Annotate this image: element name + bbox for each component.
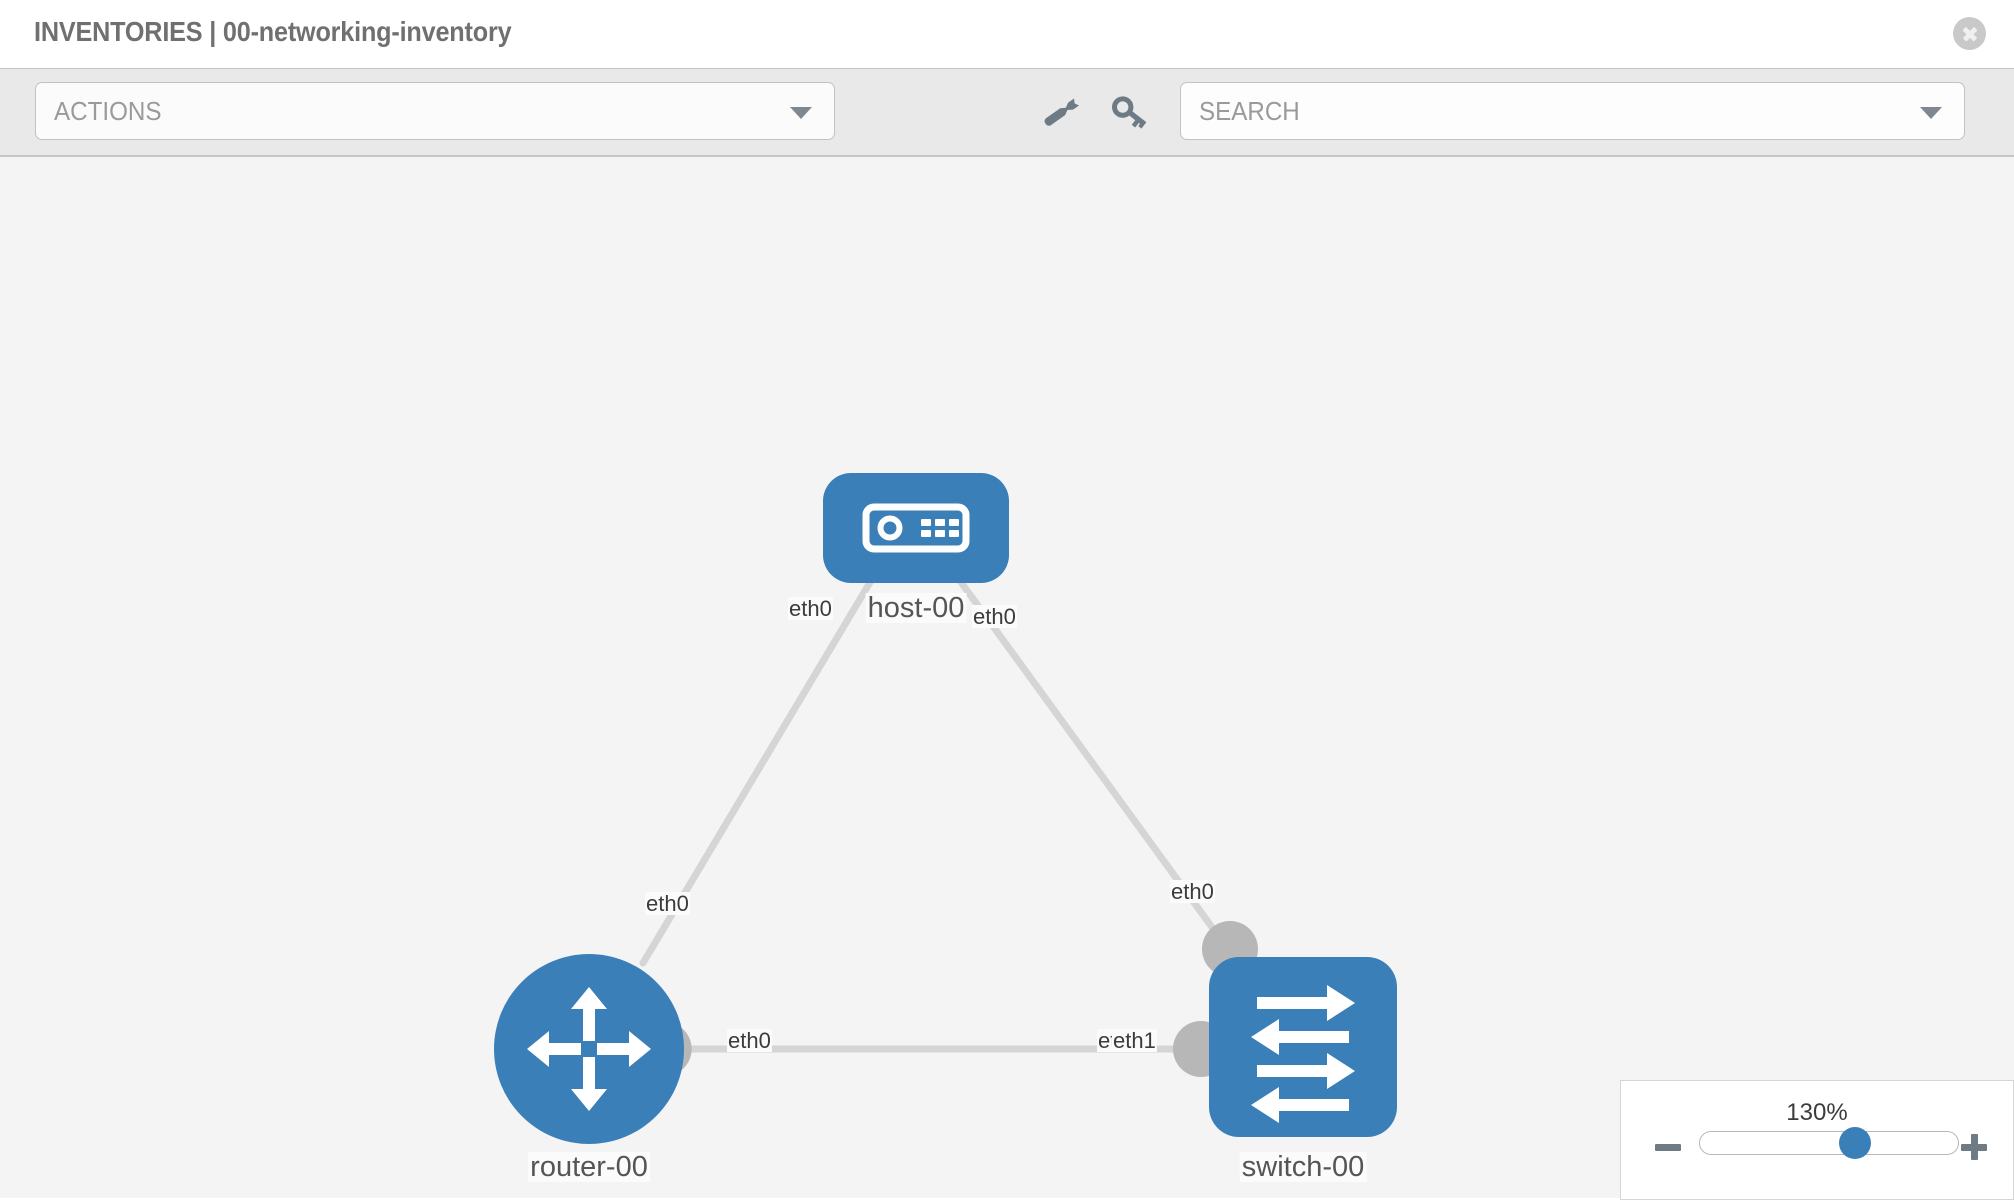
node-switch-00[interactable] (1209, 957, 1397, 1137)
search-input[interactable]: SEARCH (1180, 82, 1965, 140)
router-icon (527, 987, 651, 1111)
actions-dropdown[interactable]: ACTIONS (35, 82, 835, 140)
zoom-slider-thumb[interactable] (1838, 1127, 1871, 1159)
actions-dropdown-label: ACTIONS (54, 96, 162, 126)
link-group (639, 570, 1234, 1053)
page-header: INVENTORIES | 00-networking-inventory (0, 0, 2014, 68)
close-icon[interactable] (1953, 17, 1986, 50)
node-host-00[interactable] (823, 473, 1009, 583)
zoom-out-button[interactable] (1655, 1134, 1681, 1160)
node-label-host-00: host-00 (865, 592, 967, 624)
switch-icon (1251, 985, 1355, 1123)
interface-label-switch00-eth1: eth1 (1112, 1028, 1157, 1053)
server-icon (862, 503, 970, 553)
interface-label-host00-right: eth0 (972, 604, 1017, 629)
chevron-down-icon (790, 107, 812, 119)
zoom-in-button[interactable] (1961, 1134, 1987, 1160)
topology-canvas[interactable]: eth0 eth0 eth0 eth0 eth0 eth0 eth1 host-… (0, 157, 2014, 1198)
node-router-00[interactable] (494, 954, 684, 1144)
interface-label-router00-uplink: eth0 (645, 891, 690, 916)
topology-graph (494, 473, 1397, 1144)
zoom-slider-track[interactable] (1699, 1127, 1959, 1159)
search-placeholder: SEARCH (1199, 96, 1300, 126)
interface-label-host00-left: eth0 (788, 596, 833, 621)
chevron-down-icon[interactable] (1920, 107, 1942, 119)
zoom-control-panel: 130% (1620, 1080, 2014, 1200)
toolbar: ACTIONS SEARCH (0, 68, 2014, 157)
key-icon[interactable] (1108, 91, 1150, 133)
page-title: INVENTORIES | 00-networking-inventory (34, 16, 512, 47)
interface-label-switch00-uplink: eth0 (1170, 879, 1215, 904)
node-label-switch-00: switch-00 (1239, 1151, 1367, 1183)
wrench-icon[interactable] (1041, 91, 1083, 133)
interface-label-router00-eth0: eth0 (727, 1028, 772, 1053)
zoom-level-value: 130% (1786, 1099, 1848, 1126)
node-label-router-00: router-00 (528, 1151, 650, 1183)
